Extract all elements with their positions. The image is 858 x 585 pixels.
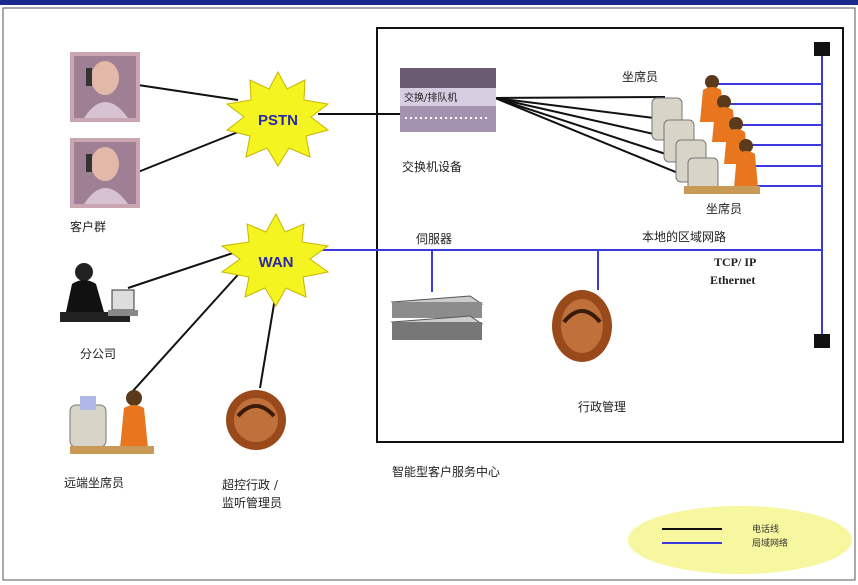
admin-label: 行政管理 <box>578 400 627 414</box>
outer-frame <box>2 7 856 581</box>
wan-cloud: WAN <box>220 212 330 307</box>
service-center-frame <box>376 27 844 443</box>
server-icon <box>390 295 484 340</box>
lan-lines <box>318 48 823 342</box>
service-center-label: 智能型客户服务中心 <box>392 465 501 479</box>
top-bar <box>0 0 858 5</box>
switch-device-label: 交换/排队机 <box>404 93 458 104</box>
agents-top-label: 坐席员 <box>622 70 659 84</box>
wan-label: WAN <box>259 254 294 271</box>
agents-group-icon <box>651 75 760 194</box>
remote-agent-icon <box>69 390 154 454</box>
agents-bottom-label: 坐席员 <box>706 202 743 216</box>
lan-label: 本地的区域网路 <box>642 230 727 244</box>
customers-label: 客户群 <box>70 220 107 234</box>
pstn-label: PSTN <box>258 112 298 129</box>
ethernet-label: Ethernet <box>710 273 756 287</box>
supervisor-label-line2: 监听管理员 <box>222 496 283 510</box>
switch-device-icon <box>400 68 496 132</box>
customer-photo-1 <box>70 52 140 122</box>
legend: 电话线 局域网络 <box>628 506 852 574</box>
bus-terminator-top <box>814 42 830 56</box>
supervisor-photo <box>226 390 286 450</box>
pstn-cloud: PSTN <box>225 70 330 167</box>
bus-terminator-bottom <box>814 334 830 348</box>
branch-office-icon <box>60 263 138 322</box>
customer-photo-2 <box>70 138 140 208</box>
server-label: 伺服器 <box>416 232 453 246</box>
legend-phone-label: 电话线 <box>752 523 779 535</box>
switch-caption: 交换机设备 <box>402 160 463 174</box>
tcpip-label: TCP/ IP <box>714 255 757 269</box>
supervisor-label-line1: 超控行政 / <box>222 478 278 492</box>
remote-agent-label: 远端坐席员 <box>64 476 125 490</box>
admin-photo <box>552 290 612 362</box>
legend-lan-label: 局域网络 <box>752 537 788 549</box>
branch-label: 分公司 <box>80 347 117 361</box>
